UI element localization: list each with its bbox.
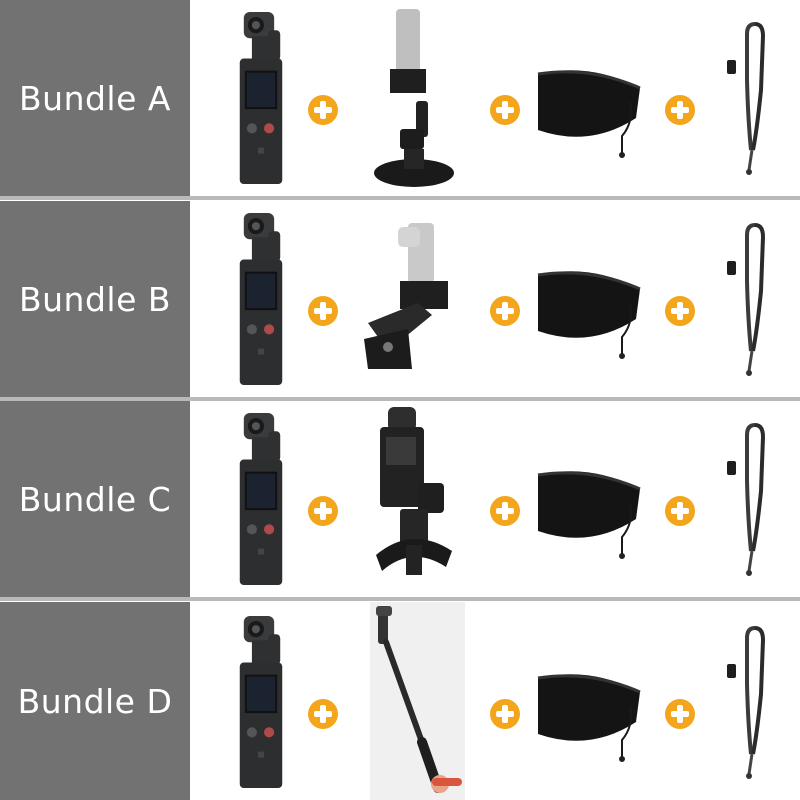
bundle-row-c: Bundle C [0,401,800,597]
plus-icon [665,496,695,526]
gimbal-camera-icon [232,413,290,585]
row-divider [0,397,800,401]
gimbal-camera-icon [232,213,290,385]
bundle-label-cell: Bundle C [0,401,190,597]
wrist-strap-icon [727,221,767,381]
plus-icon [308,95,338,125]
bundle-items [190,602,800,800]
bundle-label-cell: Bundle A [0,0,190,196]
bundle-row-a: Bundle A [0,0,800,196]
plus-icon [665,296,695,326]
storage-pouch-icon [530,463,650,563]
bundle-row-b: Bundle B [0,201,800,397]
row-divider [0,196,800,200]
bundle-label: Bundle B [18,279,172,319]
bundle-label: Bundle A [19,78,171,118]
plus-icon [308,496,338,526]
plus-icon [490,699,520,729]
storage-pouch-icon [530,666,650,766]
wrist-strap-icon [727,20,767,180]
row-divider [0,597,800,601]
bundle-label: Bundle D [17,681,173,721]
wrist-strap-icon [727,624,767,784]
plus-icon [665,699,695,729]
bundle-label-cell: Bundle D [0,602,190,800]
bundle-items [190,0,800,196]
storage-pouch-icon [530,62,650,162]
plus-icon [490,296,520,326]
bundle-label: Bundle C [18,479,172,519]
bundle-items [190,201,800,397]
gimbal-camera-icon [232,12,290,184]
plus-icon [308,699,338,729]
bike-handlebar-mount-icon [376,407,452,575]
plus-icon [308,296,338,326]
bundle-label-cell: Bundle B [0,201,190,397]
suction-cup-mount-icon [374,9,454,187]
selfie-stick-icon [370,602,465,800]
gimbal-camera-icon [232,616,290,788]
plus-icon [665,95,695,125]
bundle-items [190,401,800,597]
storage-pouch-icon [530,263,650,363]
wrist-strap-icon [727,421,767,581]
bundle-row-d: Bundle D [0,602,800,800]
backpack-clip-mount-icon [364,223,448,369]
plus-icon [490,496,520,526]
plus-icon [490,95,520,125]
